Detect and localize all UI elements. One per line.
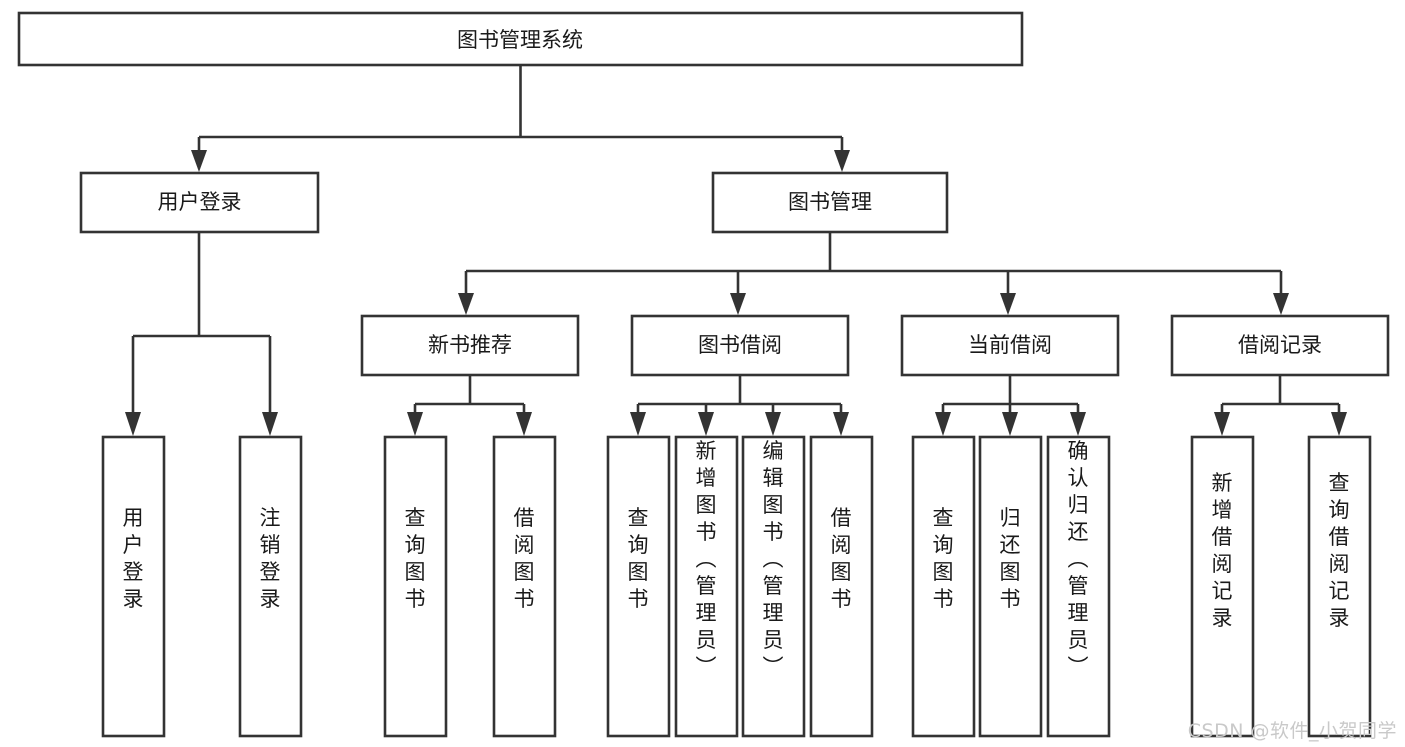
node-leaf-add-book[interactable]: 新增图书︵管理员︶ [674,435,739,738]
arrow-to-leaf-confirm-return [1070,412,1086,436]
node-leaf-logout-label: 注销登录 [260,506,281,611]
connector-root-to-level2 [191,66,850,172]
node-root[interactable]: 图书管理系统 [17,11,1024,67]
node-leaf-borrow-book-1-label: 借阅图书 [514,506,535,611]
node-leaf-confirm-return[interactable]: 确认归还︵管理员︶ [1046,435,1111,738]
node-borrow-record[interactable]: 借阅记录 [1170,314,1390,377]
arrow-to-leaf-user-login [125,412,141,436]
arrow-to-leaf-borrow-book-1 [516,412,532,436]
node-book-management-label: 图书管理 [788,190,872,214]
node-leaf-add-book-label: 新增图书︵管理员︶ [696,439,717,679]
node-leaf-query-book-3-label: 查询图书 [933,506,954,611]
arrow-to-new-book-recommend [458,293,474,315]
node-leaf-query-record[interactable]: 查询借阅记录 [1307,435,1372,738]
arrow-to-leaf-edit-book [765,412,781,436]
node-leaf-edit-book-label: 编辑图书︵管理员︶ [763,439,784,679]
arrow-to-leaf-logout [262,412,278,436]
node-leaf-query-book-1[interactable]: 查询图书 [383,435,448,738]
node-leaf-query-book-2-label: 查询图书 [628,506,649,611]
node-book-management[interactable]: 图书管理 [711,171,949,234]
node-borrow-record-label: 借阅记录 [1238,333,1322,357]
node-leaf-return-book-label: 归还图书 [1000,506,1021,611]
node-new-book-recommend-label: 新书推荐 [428,333,512,357]
node-root-label: 图书管理系统 [457,28,583,52]
node-leaf-query-record-label: 查询借阅记录 [1329,471,1350,630]
node-leaf-query-book-3[interactable]: 查询图书 [911,435,976,738]
node-leaf-borrow-book-1[interactable]: 借阅图书 [492,435,557,738]
node-leaf-return-book[interactable]: 归还图书 [978,435,1043,738]
arrow-to-user-login [191,150,207,172]
node-leaf-query-book-1-label: 查询图书 [405,506,426,611]
node-leaf-confirm-return-label: 确认归还︵管理员︶ [1068,439,1089,679]
node-leaf-add-record-label: 新增借阅记录 [1212,471,1233,630]
node-user-login[interactable]: 用户登录 [79,171,320,234]
node-user-login-label: 用户登录 [158,190,242,214]
node-leaf-query-book-2[interactable]: 查询图书 [606,435,671,738]
arrow-to-leaf-return-book [1002,412,1018,436]
arrow-to-book-borrow [730,293,746,315]
node-leaf-user-login[interactable]: 用户登录 [101,435,166,738]
node-leaf-user-login-label: 用户登录 [123,506,144,611]
node-leaf-edit-book[interactable]: 编辑图书︵管理员︶ [741,435,806,738]
connector-new-book-recommend-to-leaves [407,376,532,436]
connector-user-login-to-leaves [125,233,278,436]
node-leaf-logout[interactable]: 注销登录 [238,435,303,738]
node-leaf-add-record[interactable]: 新增借阅记录 [1190,435,1255,738]
arrow-to-current-borrow [1000,293,1016,315]
arrow-to-leaf-add-record [1214,412,1230,436]
connector-book-management-to-level3 [458,233,1289,315]
arrow-to-borrow-record [1273,293,1289,315]
node-leaf-borrow-book-2-label: 借阅图书 [831,506,852,611]
connector-book-borrow-to-leaves [630,376,849,436]
node-current-borrow[interactable]: 当前借阅 [900,314,1120,377]
connector-current-borrow-to-leaves [935,376,1086,436]
node-book-borrow-label: 图书借阅 [698,333,782,357]
arrow-to-book-management [834,150,850,172]
arrow-to-leaf-borrow-book-2 [833,412,849,436]
arrow-to-leaf-add-book [698,412,714,436]
arrow-to-leaf-query-record [1331,412,1347,436]
csdn-watermark: CSDN @软件_小贺同学 [1187,720,1397,742]
node-book-borrow[interactable]: 图书借阅 [630,314,850,377]
node-current-borrow-label: 当前借阅 [968,333,1052,357]
arrow-to-leaf-query-book-2 [630,412,646,436]
node-leaf-borrow-book-2[interactable]: 借阅图书 [809,435,874,738]
connector-borrow-record-to-leaves [1214,376,1347,436]
arrow-to-leaf-query-book-1 [407,412,423,436]
arrow-to-leaf-query-book-3 [935,412,951,436]
node-new-book-recommend[interactable]: 新书推荐 [360,314,580,377]
